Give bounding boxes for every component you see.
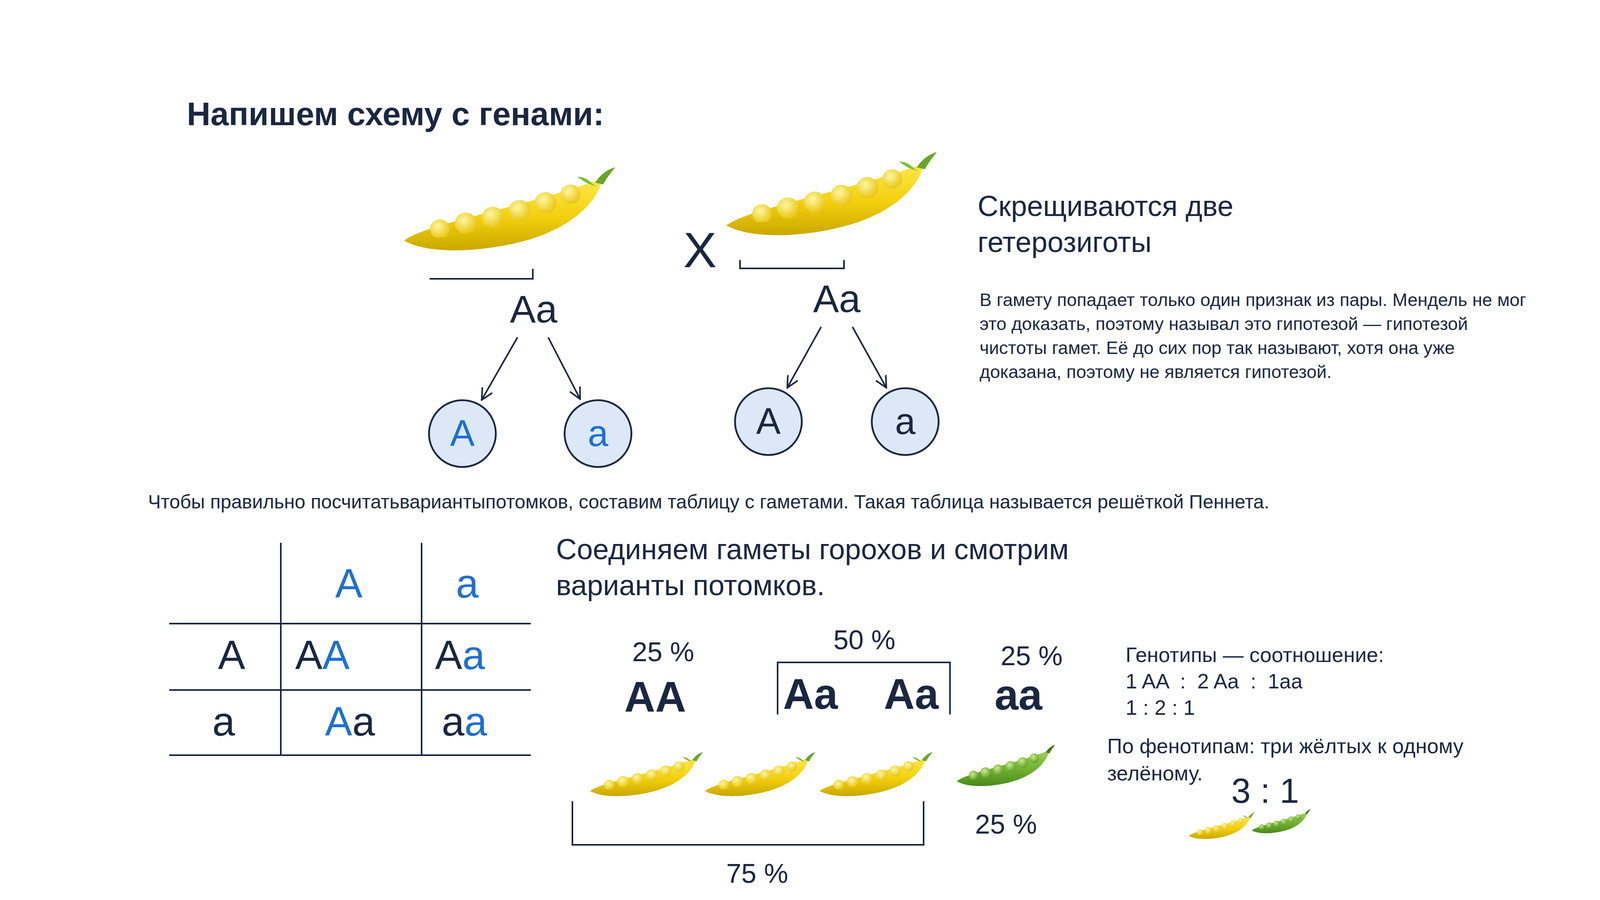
gamete-circle: a bbox=[563, 398, 633, 469]
arrow bbox=[548, 337, 580, 399]
note: В гамету попадает только один признак из… bbox=[979, 288, 1536, 384]
gamete-circle: a bbox=[870, 386, 940, 457]
pea-pod bbox=[726, 152, 937, 236]
percent-label: 25 % bbox=[1000, 639, 1063, 673]
node-text: a bbox=[894, 400, 916, 443]
heading: Скрещиваются две гетерозиготы bbox=[977, 188, 1306, 260]
ratio: 1 AA : 2 Aa : 1aa bbox=[1125, 668, 1303, 694]
node-text: a bbox=[587, 412, 608, 455]
pea-pod bbox=[956, 744, 1056, 786]
genotype: Aa bbox=[783, 668, 838, 720]
pea-pod bbox=[1188, 812, 1255, 839]
cross-sign: X bbox=[683, 220, 717, 280]
node-text: Aa bbox=[510, 286, 558, 332]
table-cell: aa bbox=[441, 697, 487, 746]
arrow bbox=[481, 337, 518, 400]
table-cell: Aa bbox=[325, 697, 376, 746]
table-header: a bbox=[212, 697, 236, 746]
genotype-node: Aa bbox=[504, 285, 564, 334]
gamete-circle: A bbox=[427, 398, 498, 469]
pea-pod bbox=[1251, 809, 1311, 834]
genotype: Aa bbox=[884, 668, 939, 720]
ratio: 3 : 1 bbox=[1231, 770, 1299, 812]
ratio-heading: Генотипы — соотношение: bbox=[1125, 642, 1384, 668]
table-header: A bbox=[218, 630, 246, 680]
pea-pod bbox=[404, 167, 616, 251]
pea-pod bbox=[819, 752, 933, 796]
pea-pod bbox=[590, 752, 703, 796]
percent-label: 75 % bbox=[726, 857, 789, 890]
percent-label: 50 % bbox=[833, 623, 896, 657]
arrow bbox=[852, 326, 887, 388]
percent-label: 25 % bbox=[632, 635, 695, 669]
title: Напишем схему с генами: bbox=[186, 94, 604, 134]
node-text: A bbox=[756, 400, 781, 443]
table-cell: AA bbox=[295, 630, 350, 680]
genotype: aa bbox=[994, 669, 1042, 721]
punnett-grid bbox=[169, 542, 531, 756]
phenotype-note: По фенотипам: три жёлтых к одному зелёно… bbox=[1107, 732, 1548, 787]
bracket bbox=[572, 801, 924, 845]
table-cell: Aa bbox=[435, 630, 486, 680]
bracket bbox=[740, 260, 844, 269]
node-text: Aa bbox=[813, 276, 861, 322]
ratio: 1 : 2 : 1 bbox=[1125, 695, 1195, 720]
percent-label: 25 % bbox=[975, 808, 1038, 841]
heading: Соединяем гаметы горохов и смотрим вариа… bbox=[556, 531, 1156, 604]
arrow bbox=[787, 326, 822, 388]
pea-pod bbox=[705, 752, 816, 796]
explanation: Чтобы правильно посчитатьвариантыпотомко… bbox=[148, 490, 1270, 514]
table-header: A bbox=[335, 559, 363, 608]
bracket bbox=[429, 268, 533, 279]
node-text: A bbox=[450, 412, 475, 455]
gamete-circle: A bbox=[733, 386, 804, 457]
table-header: a bbox=[456, 559, 479, 608]
genotype-node: Aa bbox=[807, 274, 867, 323]
genotype: AA bbox=[624, 671, 687, 723]
